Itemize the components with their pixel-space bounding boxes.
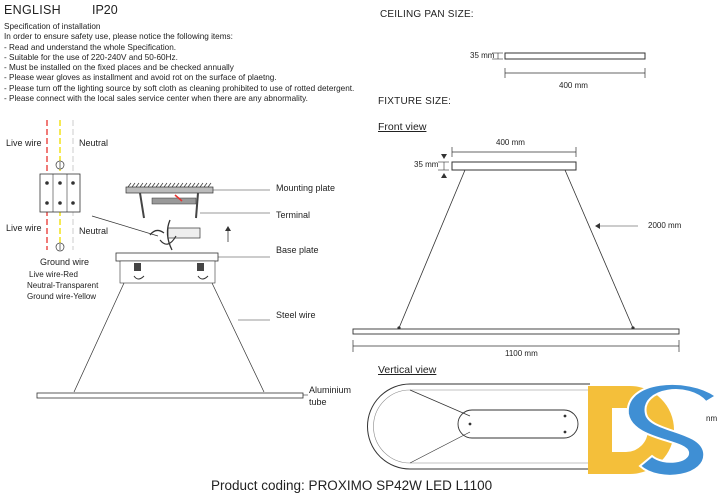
logo-d bbox=[588, 386, 674, 474]
fixture-tube bbox=[352, 328, 680, 335]
hatch-mark bbox=[191, 182, 196, 188]
pointer-arrow bbox=[91, 215, 159, 237]
hatch-mark bbox=[151, 182, 156, 188]
spec-title: Specification of installation bbox=[4, 22, 101, 31]
logo-s bbox=[626, 382, 718, 477]
ceiling-pan-drawing bbox=[492, 52, 646, 78]
mounting-plate-label: Mounting plate bbox=[276, 183, 336, 193]
wiring-diagram bbox=[39, 120, 159, 252]
ceiling-pan bbox=[504, 52, 646, 60]
hatch-mark bbox=[199, 182, 204, 188]
hatch-mark bbox=[143, 182, 148, 188]
vertical-view-partial-dimension: nm bbox=[706, 414, 718, 423]
hatch-mark bbox=[167, 182, 172, 188]
suspension-wire bbox=[398, 169, 466, 329]
product-coding: Product coding: PROXIMO SP42W LED L1100 bbox=[211, 478, 493, 493]
neutral-label-bottom: Neutral bbox=[79, 226, 109, 236]
live-wire-label: Live wire bbox=[6, 138, 42, 148]
base-plate bbox=[115, 252, 219, 262]
front-length: 1100 mm bbox=[505, 349, 538, 358]
front-view-drawing bbox=[352, 147, 680, 352]
terminal-label: Terminal bbox=[276, 210, 311, 220]
hatch-mark bbox=[175, 182, 180, 188]
hatch-mark bbox=[187, 182, 192, 188]
aluminium-tube bbox=[36, 392, 304, 399]
hatch-mark bbox=[171, 182, 176, 188]
neutral-label: Neutral bbox=[79, 138, 109, 148]
fixture-canopy bbox=[451, 161, 577, 171]
steel-wire bbox=[73, 282, 125, 393]
terminal-block bbox=[39, 173, 81, 213]
ceiling-pan-width: 400 mm bbox=[559, 81, 588, 90]
hatch-mark bbox=[131, 182, 136, 188]
hatch-mark bbox=[155, 182, 160, 188]
hatch-mark bbox=[195, 182, 200, 188]
steel-wire bbox=[211, 282, 265, 393]
hatch-mark bbox=[207, 182, 212, 188]
aluminium-label: Aluminium bbox=[309, 385, 352, 395]
terminal-box bbox=[167, 227, 201, 239]
ground-wire-label: Ground wire bbox=[40, 257, 90, 267]
vertical-view-outer bbox=[367, 383, 590, 470]
front-drop: 2000 mm bbox=[648, 221, 682, 230]
spec-item: - Read and understand the whole Specific… bbox=[4, 42, 177, 52]
front-view-title: Front view bbox=[378, 121, 427, 133]
legend-ground: Ground wire-Yellow bbox=[27, 292, 97, 301]
legend-neutral: Neutral-Transparent bbox=[27, 281, 99, 290]
spec-intro: In order to ensure safety use, please no… bbox=[4, 32, 233, 42]
tube-label: tube bbox=[309, 397, 327, 407]
vertical-view-title: Vertical view bbox=[378, 364, 437, 376]
legend-live: Live wire-Red bbox=[29, 270, 78, 279]
fixture-title: FIXTURE SIZE: bbox=[378, 96, 452, 107]
spec-item: - Suitable for the use of 220-240V and 5… bbox=[4, 52, 178, 62]
ceiling-pan-height: 35 mm bbox=[470, 51, 495, 60]
vertical-view-drawing bbox=[367, 383, 590, 470]
front-top-height: 35 mm bbox=[414, 160, 439, 169]
hatch-mark bbox=[159, 182, 164, 188]
spec-item: - Please turn off the lighting source by… bbox=[4, 83, 355, 93]
hatch-mark bbox=[135, 182, 140, 188]
hatch-mark bbox=[127, 182, 132, 188]
base-plate-label: Base plate bbox=[276, 245, 319, 255]
language-label: ENGLISH bbox=[4, 3, 61, 17]
live-wire-label-bottom: Live wire bbox=[6, 223, 42, 233]
specification-block: Specification of installation In order t… bbox=[4, 22, 354, 104]
hatch-mark bbox=[203, 182, 208, 188]
steel-wire-label: Steel wire bbox=[276, 310, 316, 320]
suspension-wire bbox=[564, 169, 634, 329]
spec-item: - Please wear gloves as installment and … bbox=[4, 73, 277, 83]
hatch-mark bbox=[179, 182, 184, 188]
installation-diagram bbox=[36, 182, 308, 399]
ds-logo bbox=[588, 382, 718, 477]
hatch-mark bbox=[139, 182, 144, 188]
vertical-view-canopy bbox=[457, 409, 579, 439]
ceiling-pan-title: CEILING PAN SIZE: bbox=[380, 9, 474, 20]
hatch-mark bbox=[163, 182, 168, 188]
hatch-mark bbox=[183, 182, 188, 188]
front-top-width: 400 mm bbox=[496, 138, 525, 147]
mounting-plate bbox=[125, 186, 214, 194]
ip-rating: IP20 bbox=[92, 3, 118, 17]
spec-item: - Please connect with the local sales se… bbox=[4, 94, 308, 104]
spec-item: - Must be installed on the fixed places … bbox=[4, 63, 234, 73]
hatch-mark bbox=[147, 182, 152, 188]
